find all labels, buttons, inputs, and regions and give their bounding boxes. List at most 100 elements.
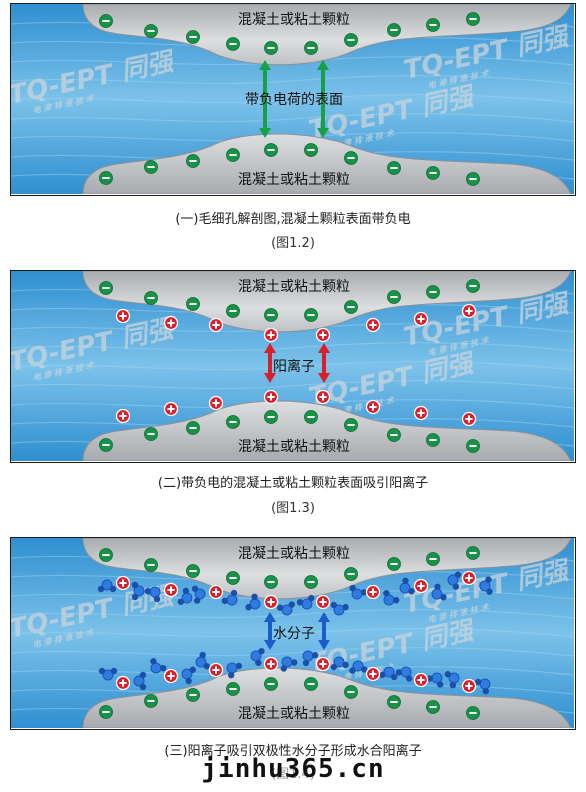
negative-charge-icon: [387, 695, 401, 709]
positive-charge-icon: [413, 672, 429, 688]
positive-charge-icon: [115, 408, 131, 424]
negative-charge-icon: [264, 410, 278, 424]
positive-charge-icon: [365, 317, 381, 333]
double-arrow-icon: [264, 343, 276, 383]
double-arrow-icon: [318, 343, 330, 383]
bottom-particle-slab: [82, 400, 572, 461]
negative-charge-icon: [99, 438, 113, 452]
water-molecule-icon: [349, 584, 368, 600]
negative-charge-icon: [186, 154, 200, 168]
positive-charge-icon: [163, 401, 179, 417]
negative-charge-icon: [144, 160, 158, 174]
negative-charge-icon: [426, 433, 440, 447]
bottom-slab-label: 混凝土或粘土颗粒: [238, 439, 350, 455]
positive-charge-icon: [365, 584, 381, 600]
negative-charge-icon: [186, 297, 200, 311]
negative-charge-icon: [466, 172, 480, 186]
negative-charge-icon: [186, 421, 200, 435]
figure-number-3: (图1.4): [271, 767, 315, 782]
water-molecule-icon: [302, 650, 319, 667]
positive-charge-icon: [461, 678, 477, 694]
negative-charge-icon: [99, 14, 113, 28]
water-molecule-icon: [97, 579, 117, 593]
water-molecule-icon: [133, 671, 147, 691]
negative-charge-icon: [226, 682, 240, 696]
water-ripple: [11, 361, 574, 371]
positive-charge-icon: [461, 411, 477, 427]
negative-charge-icon: [387, 23, 401, 37]
negative-charge-icon: [304, 677, 318, 691]
positive-charge-icon: [208, 584, 224, 600]
water-ripple: [11, 342, 574, 352]
water-molecule-icon: [276, 601, 295, 616]
figure-number-2: (图1.3): [271, 501, 315, 516]
positive-charge-icon: [263, 327, 279, 343]
negative-charge-icon: [99, 281, 113, 295]
positive-charge-icon: [208, 395, 224, 411]
top-slab-label: 混凝土或粘土颗粒: [238, 12, 350, 28]
negative-charge-icon: [264, 677, 278, 691]
water-molecule-icon: [250, 648, 265, 667]
positive-charge-icon: [208, 662, 224, 678]
water-molecule-icon: [280, 656, 298, 672]
top-slab-label: 混凝土或粘土颗粒: [238, 546, 350, 562]
top-particle-slab: [82, 271, 572, 333]
negative-charge-icon: [226, 37, 240, 51]
negative-charge-icon: [264, 143, 278, 157]
negative-charge-icon: [387, 428, 401, 442]
negative-charge-icon: [226, 571, 240, 585]
positive-charge-icon: [413, 311, 429, 327]
negative-charge-icon: [99, 171, 113, 185]
water-molecule-icon: [195, 651, 211, 670]
positive-charge-icon: [461, 303, 477, 319]
positive-charge-icon: [315, 327, 331, 343]
top-particle-slab: [82, 4, 572, 66]
positive-charge-icon: [413, 578, 429, 594]
bottom-slab-label: 混凝土或粘土颗粒: [238, 172, 350, 188]
water-molecule-icon: [444, 671, 460, 689]
double-arrow-icon: [259, 60, 271, 138]
water-molecule-icon: [245, 593, 261, 611]
negative-charge-icon: [466, 546, 480, 560]
negative-charge-icon: [186, 30, 200, 44]
center-label: 水分子: [273, 626, 315, 642]
positive-charge-icon: [263, 594, 279, 610]
water-molecule-icon: [144, 586, 161, 603]
water-molecule-icon: [379, 666, 398, 681]
negative-charge-icon: [144, 291, 158, 305]
top-particle-slab: [82, 538, 572, 600]
negative-charge-icon: [186, 688, 200, 702]
figure-number-1: (图1.2): [271, 236, 315, 251]
positive-charge-icon: [163, 668, 179, 684]
water-molecule-icon: [191, 585, 206, 604]
water-molecule-icon: [131, 581, 145, 601]
caption-panel-3: (三)阳离子吸引双极性水分子形成水合阳离子: [164, 744, 422, 759]
positive-charge-icon: [365, 399, 381, 415]
negative-charge-icon: [426, 18, 440, 32]
positive-charge-icon: [263, 389, 279, 405]
caption-panel-2: (二)带负电的混凝土或粘土颗粒表面吸引阳离子: [157, 476, 429, 491]
positive-charge-icon: [315, 389, 331, 405]
negative-charge-icon: [226, 304, 240, 318]
negative-charge-icon: [304, 575, 318, 589]
negative-charge-icon: [387, 290, 401, 304]
top-slab-label: 混凝土或粘土颗粒: [238, 279, 350, 295]
negative-charge-icon: [426, 700, 440, 714]
negative-charge-icon: [387, 557, 401, 571]
positive-charge-icon: [163, 582, 179, 598]
water-ripple: [11, 94, 574, 104]
negative-charge-icon: [264, 41, 278, 55]
water-molecule-icon: [330, 656, 349, 671]
negative-charge-icon: [426, 166, 440, 180]
positive-charge-icon: [413, 405, 429, 421]
positive-charge-icon: [115, 675, 131, 691]
negative-charge-icon: [226, 415, 240, 429]
water-molecule-icon: [98, 667, 118, 681]
water-molecule-icon: [399, 577, 415, 595]
positive-charge-icon: [365, 666, 381, 682]
positive-charge-icon: [163, 315, 179, 331]
